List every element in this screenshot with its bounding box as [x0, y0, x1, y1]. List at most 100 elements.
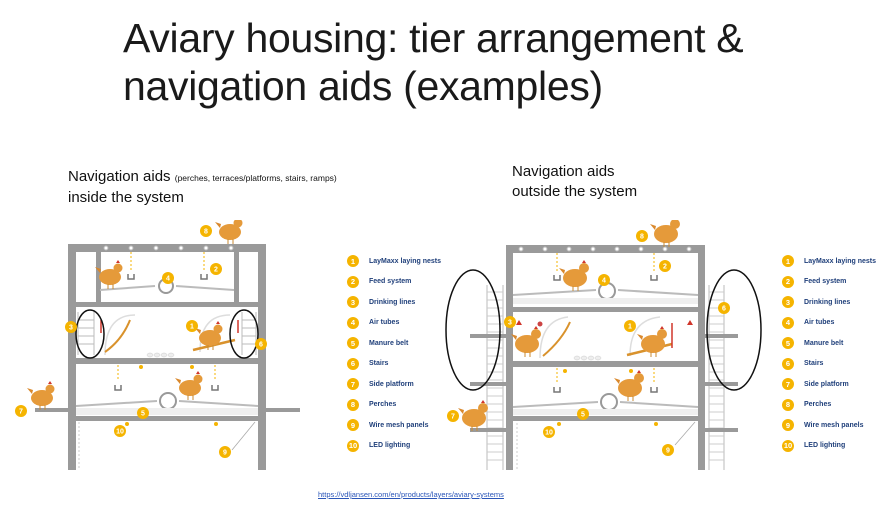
right-heading-line-2: outside the system: [512, 183, 638, 200]
slide-title-line-1: Aviary housing: tier arrangement &: [123, 15, 744, 61]
legend-badge: 9: [782, 419, 794, 432]
hen: [26, 380, 55, 411]
badge-9: 9: [666, 448, 670, 455]
legend-label: LED lighting: [804, 442, 846, 450]
legend-label: Drinking lines: [369, 298, 416, 306]
legend-label: Manure belt: [369, 339, 409, 347]
legend-item: 9 Wire mesh panels: [347, 415, 441, 436]
badge-1: 1: [190, 324, 194, 331]
legend-badge: 10: [347, 439, 359, 452]
tier-1-floor: [68, 302, 266, 307]
outside-system-diagram: 8 2 4 3 1 6 7 5 10 9: [445, 220, 762, 470]
hen: [174, 370, 203, 401]
badge-7: 7: [451, 414, 455, 421]
legend-badge: 5: [782, 337, 794, 350]
legend-badge: 7: [782, 378, 794, 391]
hen: [214, 220, 243, 245]
badge-1: 1: [628, 324, 632, 331]
legend-badge: 3: [782, 296, 794, 309]
slide-title-line-2: navigation aids (examples): [123, 63, 603, 109]
badge-8: 8: [640, 234, 644, 241]
legend-badge: 4: [347, 316, 359, 329]
legend-item: 1 LayMaxx laying nests: [782, 251, 876, 272]
highlight-ellipse-outside-right: [706, 269, 762, 391]
hen: [194, 320, 223, 351]
legend-label: Manure belt: [804, 339, 844, 347]
badge-10: 10: [116, 429, 124, 436]
legend-label: Side platform: [804, 380, 849, 388]
badge-5: 5: [581, 412, 585, 419]
top-beam: [68, 244, 266, 252]
legend-item: 10 LED lighting: [782, 436, 876, 457]
legend-badge: 7: [347, 378, 359, 391]
legend-badge: 1: [782, 255, 794, 268]
legend-badge: 1: [347, 255, 359, 268]
legend-label: Air tubes: [369, 319, 400, 327]
legend-item: 4 Air tubes: [347, 313, 441, 334]
inside-system-diagram: 8 2 4 3 1 6 7 5 10 9: [15, 220, 300, 470]
legend-badge: 8: [782, 398, 794, 411]
legend-label: Wire mesh panels: [804, 421, 864, 429]
legend-label: Wire mesh panels: [369, 421, 429, 429]
legend-badge: 6: [347, 357, 359, 370]
legend-badge: 2: [347, 275, 359, 288]
legend-badge: 10: [782, 439, 794, 452]
legend-label: Feed system: [804, 278, 847, 286]
badge-3: 3: [69, 325, 73, 332]
right-panel-heading: Navigation aids outside the system: [512, 162, 637, 202]
left-heading-main: Navigation aids: [68, 168, 171, 185]
legend-badge: 3: [347, 296, 359, 309]
legend-item: 5 Manure belt: [782, 333, 876, 354]
legend-item: 2 Feed system: [782, 272, 876, 293]
legend-item: 6 Stairs: [782, 354, 876, 375]
badge-4: 4: [166, 276, 170, 283]
legend-badge: 9: [347, 419, 359, 432]
source-link[interactable]: https://vdljansen.com/en/products/layers…: [318, 490, 504, 499]
left-heading-line-2: inside the system: [68, 189, 184, 206]
right-heading-line-1: Navigation aids: [512, 163, 615, 180]
badge-5: 5: [141, 411, 145, 418]
legend-badge: 2: [782, 275, 794, 288]
legend-label: Feed system: [369, 278, 412, 286]
legend-item: 10 LED lighting: [347, 436, 441, 457]
legend-item: 2 Feed system: [347, 272, 441, 293]
badge-3: 3: [508, 320, 512, 327]
legend-item: 9 Wire mesh panels: [782, 415, 876, 436]
highlight-ellipse-left: [75, 309, 105, 359]
legend-item: 8 Perches: [782, 395, 876, 416]
legend-label: LayMaxx laying nests: [804, 257, 876, 265]
badge-6: 6: [259, 342, 263, 349]
badge-8: 8: [204, 229, 208, 236]
badge-10: 10: [545, 430, 553, 437]
legend-item: 7 Side platform: [347, 374, 441, 395]
legend-label: Side platform: [369, 380, 414, 388]
badge-6: 6: [722, 306, 726, 313]
badge-7: 7: [19, 409, 23, 416]
legend-label: LED lighting: [369, 442, 411, 450]
legend-label: Perches: [804, 401, 832, 409]
side-platform-right: [266, 408, 300, 412]
legend-item: 4 Air tubes: [782, 313, 876, 334]
legend-item: 3 Drinking lines: [347, 292, 441, 313]
badge-2: 2: [663, 264, 667, 271]
tier-3-floor: [68, 416, 266, 421]
legend-label: Stairs: [369, 360, 389, 368]
legend-item: 3 Drinking lines: [782, 292, 876, 313]
legend-item: 8 Perches: [347, 395, 441, 416]
badge-4: 4: [602, 278, 606, 285]
legend-label: Perches: [369, 401, 397, 409]
legend-badge: 4: [782, 316, 794, 329]
tier-2-floor: [68, 358, 266, 364]
legend-label: Stairs: [804, 360, 824, 368]
highlight-ellipse-right: [229, 309, 259, 359]
left-panel-heading: Navigation aids (perches, terraces/platf…: [68, 167, 337, 208]
badge-9: 9: [223, 450, 227, 457]
legend-item: 6 Stairs: [347, 354, 441, 375]
legend-label: Air tubes: [804, 319, 835, 327]
legend-badge: 6: [782, 357, 794, 370]
legend-badge: 8: [347, 398, 359, 411]
legend-label: Drinking lines: [804, 298, 851, 306]
